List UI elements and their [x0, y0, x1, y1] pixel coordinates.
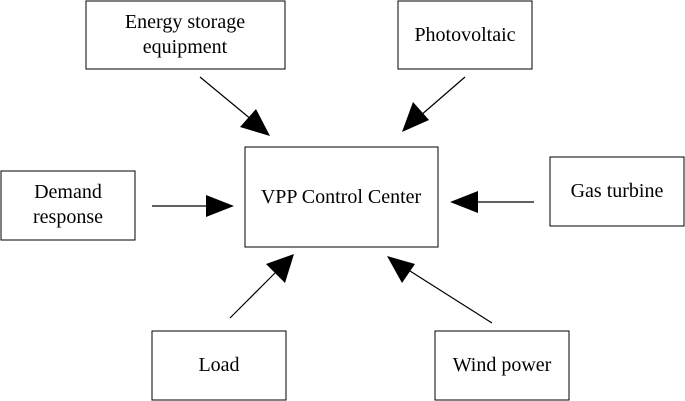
arrow-gas-turbine-to-center — [450, 191, 534, 213]
gas-turbine-box — [549, 156, 685, 227]
photovoltaic-label: Photovoltaic — [414, 24, 515, 46]
photovoltaic-node: Photovoltaic — [397, 0, 533, 70]
load-box — [151, 330, 287, 401]
arrow-load-to-center — [229, 254, 294, 319]
demand-response-box — [0, 170, 136, 241]
demand-response-label-line1: Demand — [34, 181, 102, 203]
wind-power-label: Wind power — [453, 354, 552, 376]
load-node: Load — [151, 330, 287, 401]
load-label: Load — [198, 354, 239, 376]
photovoltaic-box — [397, 0, 533, 70]
vpp-control-center-box — [244, 146, 439, 248]
arrow-energy-storage-to-center — [199, 76, 270, 136]
arrow-photovoltaic-to-center — [402, 76, 466, 132]
energy-storage-label-line2: equipment — [143, 36, 228, 58]
wind-power-node: Wind power — [434, 330, 570, 401]
vpp-control-center-label: VPP Control Center — [261, 186, 422, 208]
vpp-control-center-node: VPP Control Center — [244, 146, 439, 248]
demand-response-label-line2: response — [33, 206, 103, 228]
energy-storage-node: Energy storage equipment — [85, 0, 286, 70]
energy-storage-label-line1: Energy storage — [125, 11, 245, 33]
arrow-wind-power-to-center — [387, 256, 493, 324]
gas-turbine-node: Gas turbine — [549, 156, 685, 227]
energy-storage-box — [85, 0, 286, 70]
arrow-demand-response-to-center — [152, 195, 234, 217]
demand-response-node: Demand response — [0, 170, 136, 241]
wind-power-box — [434, 330, 570, 401]
gas-turbine-label: Gas turbine — [571, 180, 664, 202]
